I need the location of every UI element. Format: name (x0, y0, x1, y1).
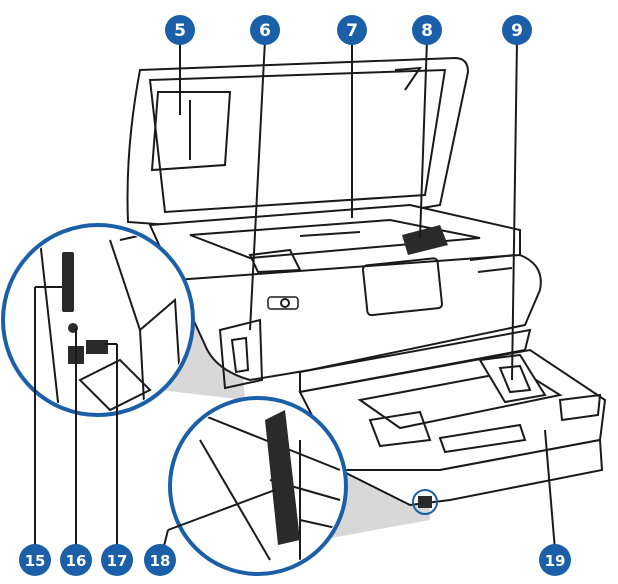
callout-6: 6 (250, 15, 280, 45)
callout-19: 19 (539, 544, 571, 576)
door-latch-zoom (168, 396, 348, 576)
card-slot-zoom (1, 223, 195, 417)
leader-lines (34, 39, 556, 551)
latch-handle (265, 410, 300, 545)
power-button-bezel (267, 296, 299, 310)
svg-text:9: 9 (511, 21, 523, 41)
callout-7: 7 (337, 15, 367, 45)
lower-cassette (339, 438, 604, 507)
svg-text:8: 8 (421, 21, 433, 41)
svg-text:15: 15 (25, 552, 46, 570)
svg-text:17: 17 (107, 552, 128, 570)
cassette-latch-ring (412, 489, 438, 515)
callout-17: 17 (101, 544, 133, 576)
callout-9: 9 (502, 15, 532, 45)
svg-text:19: 19 (545, 552, 566, 570)
cassette-latch (418, 496, 432, 508)
svg-text:6: 6 (259, 21, 271, 41)
power-button (280, 298, 290, 308)
memory-card-slot (62, 252, 74, 312)
scanner-lid (126, 56, 470, 227)
control-panel (361, 254, 516, 317)
scanner-carriage (402, 225, 448, 255)
svg-text:5: 5 (174, 21, 186, 41)
callout-15: 15 (19, 544, 51, 576)
svg-text:7: 7 (346, 21, 358, 41)
callout-5: 5 (165, 15, 195, 45)
svg-text:16: 16 (66, 552, 87, 570)
usb-port-b (86, 340, 108, 354)
svg-text:18: 18 (150, 552, 171, 570)
callout-18: 18 (144, 544, 176, 576)
front-door-latch (218, 318, 264, 390)
callout-8: 8 (412, 15, 442, 45)
callout-16: 16 (60, 544, 92, 576)
